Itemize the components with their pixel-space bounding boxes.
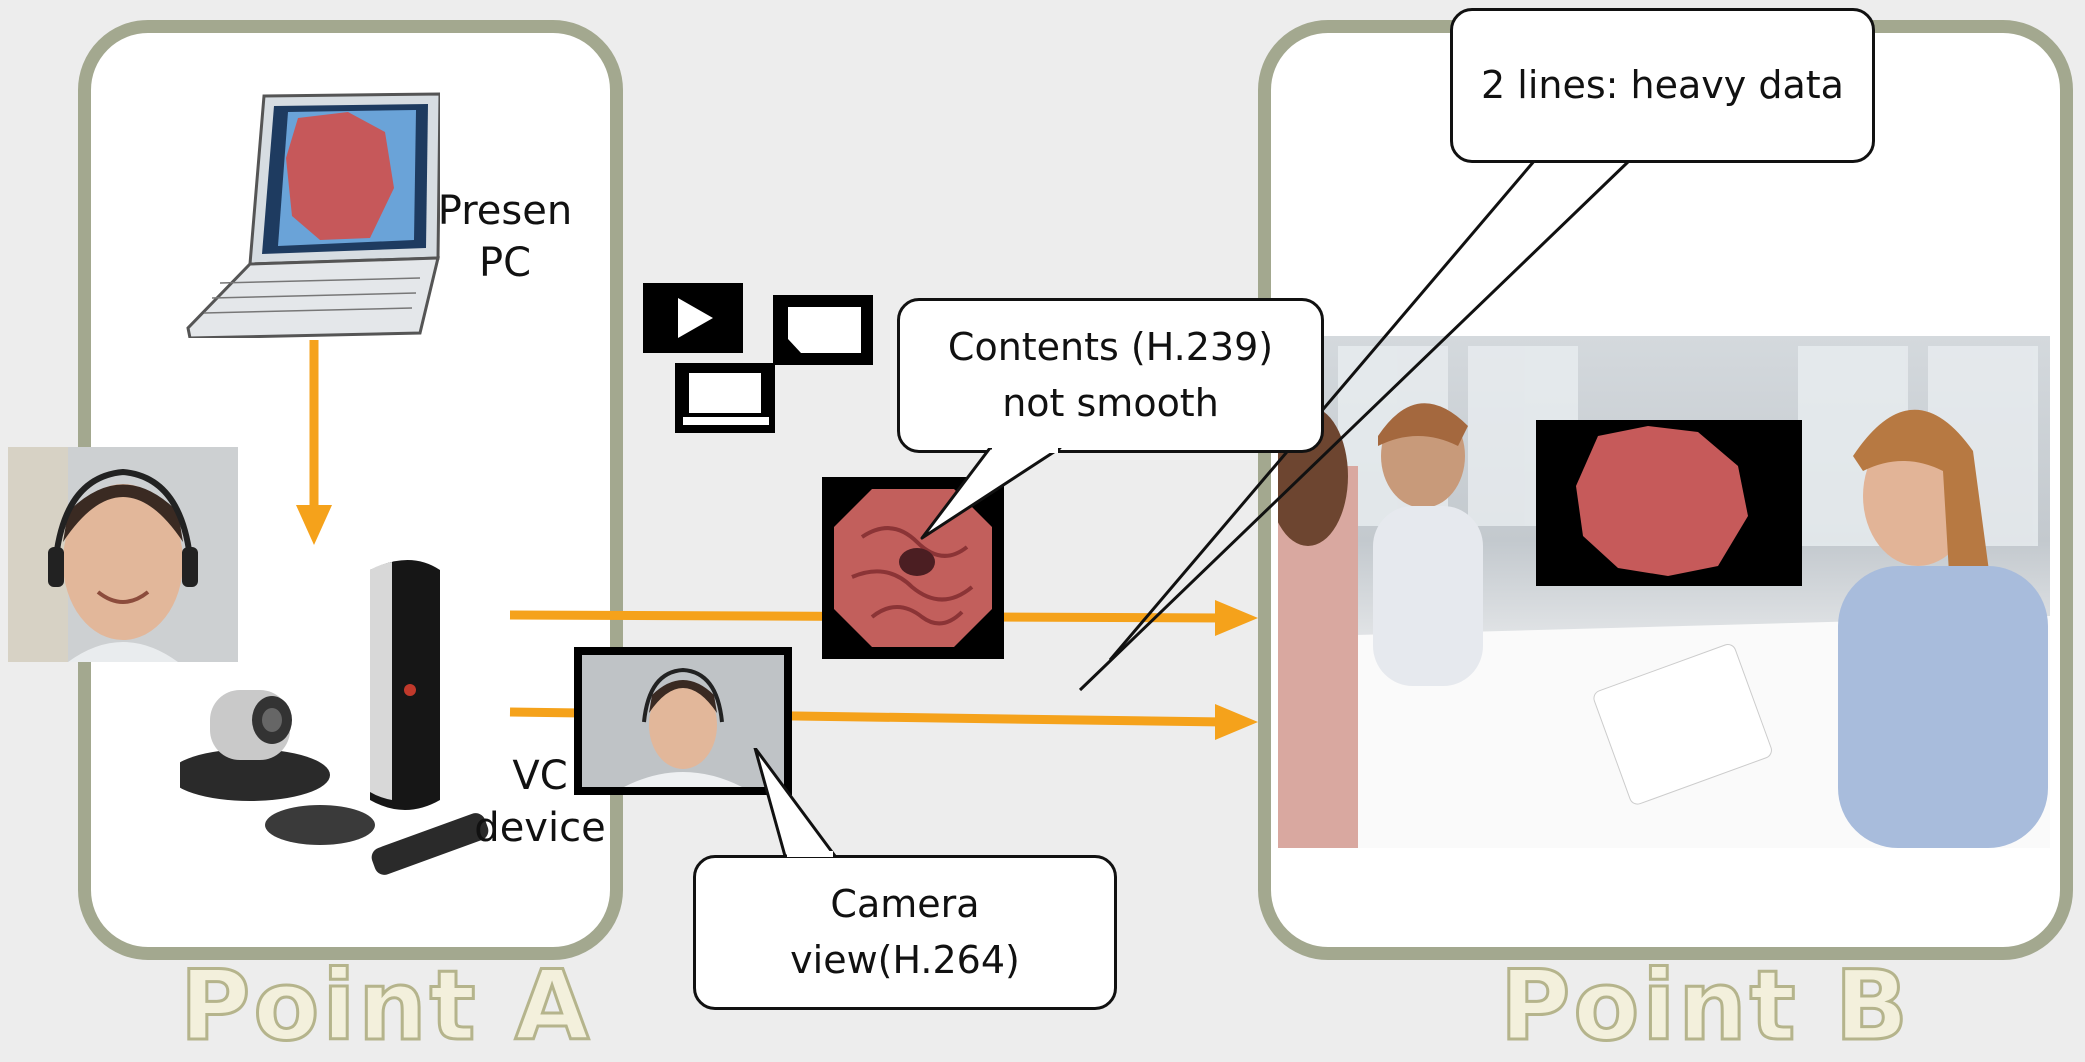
camera-line-arrowhead [1215,704,1258,740]
point-b-label: Point B [1498,950,1912,1062]
play-icon [678,298,713,338]
contents-callout: Contents (H.239) not smooth [897,298,1324,453]
laptop-icon [186,92,440,338]
speakerphone-icon [265,805,375,845]
vc-codec-icon [370,560,440,810]
content-line-arrowhead [1215,600,1258,636]
endoscopy-image-icon [822,477,1004,659]
media-icons [643,283,873,433]
heavy-data-pointer-2 [1078,158,1632,692]
meeting-room-photo [1278,336,2050,848]
presen-pc-label: Presen PC [437,188,573,286]
ptz-camera-icon [180,690,330,801]
vc-device-group [180,560,489,875]
face-icon [63,484,183,640]
laptop-to-vc-arrowhead [296,505,332,545]
presenter-face-photo [8,447,238,662]
heavy-data-callout: 2 lines: heavy data [1450,8,1875,163]
camera-callout: Camera view(H.264) [693,855,1117,1010]
remote-control-icon [371,813,489,875]
contents-callout-tail [920,448,1062,540]
point-a-label: Point A [178,950,593,1062]
camera-view-thumbnail [574,647,792,795]
laptop-outline-icon [788,307,861,353]
laptop-outline-icon-2 [689,373,761,413]
camera-callout-tail [753,748,837,858]
vc-device-label: VC device [474,753,606,851]
